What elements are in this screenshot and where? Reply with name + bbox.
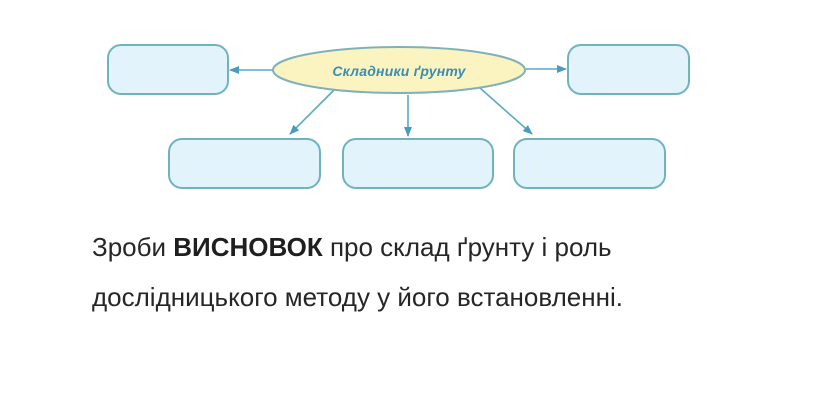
box-top-left[interactable] <box>107 44 229 95</box>
arrow-to-bottom-right <box>479 87 533 135</box>
box-bottom-middle[interactable] <box>342 138 494 189</box>
center-ellipse <box>272 46 526 94</box>
box-bottom-right[interactable] <box>513 138 666 189</box>
box-top-right[interactable] <box>567 44 690 95</box>
task-instruction: Зроби ВИСНОВОК про склад ґрунту і роль д… <box>92 222 752 322</box>
diagram-connectors <box>229 46 567 137</box>
task-suffix: про склад ґрунту і роль дослідницького м… <box>92 232 623 312</box>
soil-components-diagram: Складники ґрунту <box>107 44 690 189</box>
center-label: Складники ґрунту <box>332 63 466 79</box>
box-bottom-left[interactable] <box>168 138 321 189</box>
task-prefix: Зроби <box>92 232 174 262</box>
arrow-to-bottom-left <box>289 89 335 135</box>
task-keyword: ВИСНОВОК <box>173 232 323 262</box>
